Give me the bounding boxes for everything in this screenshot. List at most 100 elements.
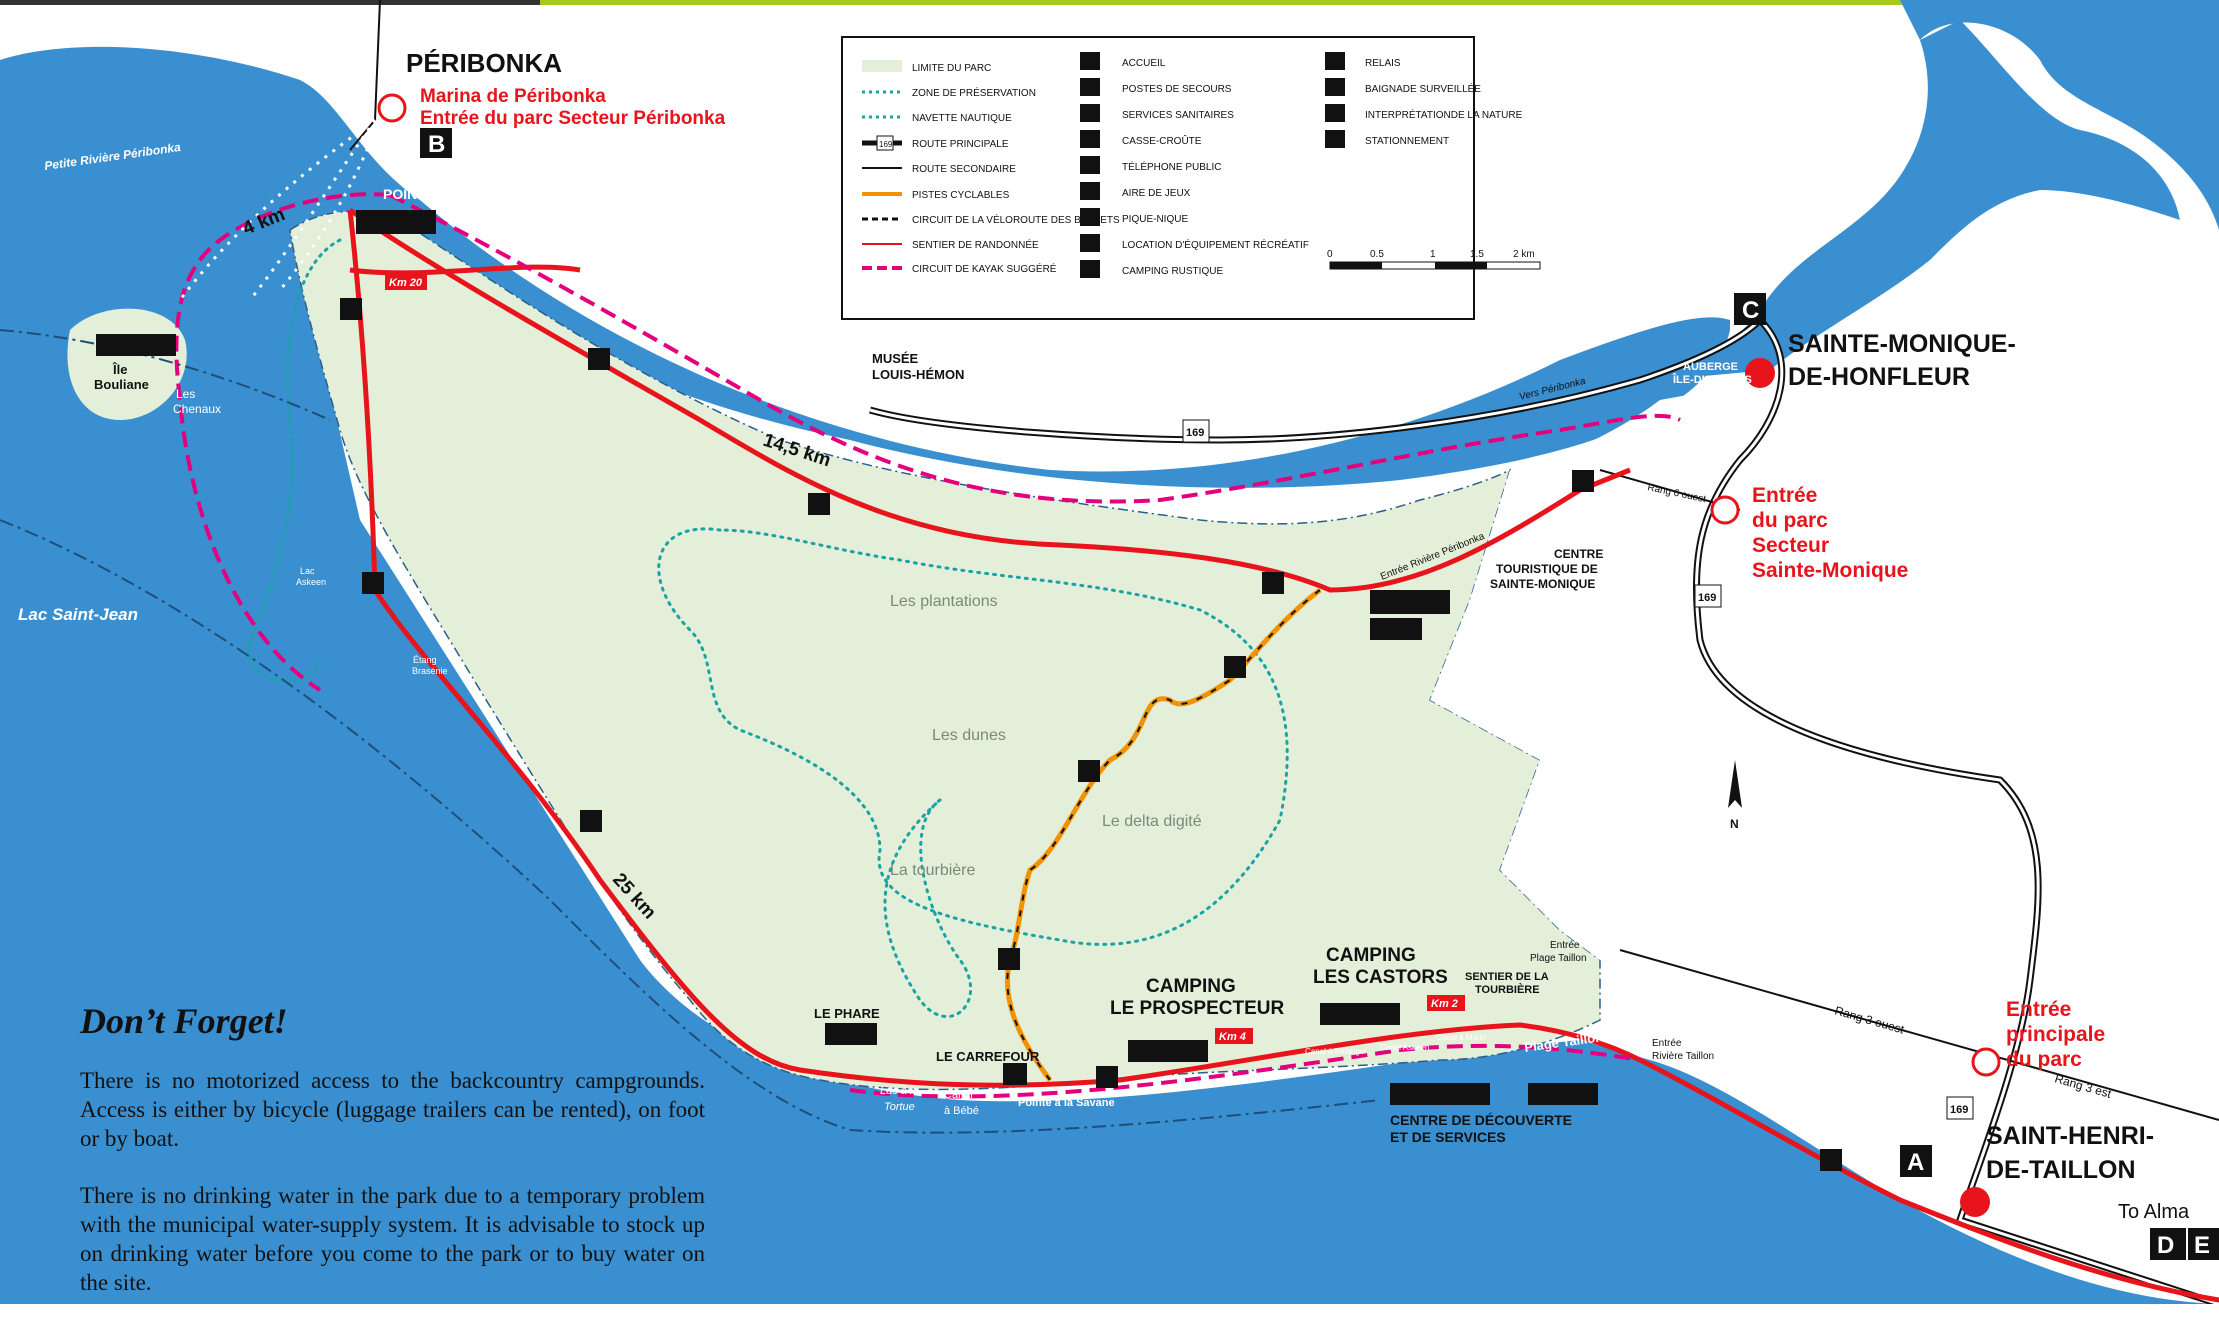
park-limit-lake xyxy=(0,329,1381,1134)
legend-item-hiking: SENTIER DE RANDONNÉE xyxy=(912,238,1039,251)
label-etang-2: Brasénie xyxy=(412,666,448,676)
legend-icons-col2 xyxy=(1080,52,1100,278)
km4-label: Km 4 xyxy=(1219,1031,1246,1043)
label-sentier-tourb-1: SENTIER DE LA xyxy=(1465,971,1549,983)
marker-c: C xyxy=(1734,293,1766,325)
scale-bar-seg3 xyxy=(1435,262,1487,269)
label-sentier-tourb-2: TOURBIÈRE xyxy=(1475,983,1540,996)
town-dot-ste-monique xyxy=(1745,358,1775,388)
route-shield-169-a-box xyxy=(1182,419,1210,443)
legend-box xyxy=(841,36,1475,320)
le-carrefour-icon xyxy=(1003,1063,1027,1085)
label-auberge-2: ÎLE-DU-REPOS xyxy=(1672,373,1752,386)
route-shield-169-a: 169 xyxy=(1182,419,1210,443)
swimming-icon xyxy=(1325,78,1345,96)
label-st-henri-1: SAINT-HENRI- xyxy=(1986,1122,2154,1150)
legend-item-restroom: SERVICES SANITAIRES xyxy=(1122,110,1234,121)
label-canal-bebe-1: Canal xyxy=(944,1089,973,1101)
legend-icons-col3 xyxy=(1325,52,1345,148)
route-shield-169-b-label: 169 xyxy=(1698,592,1716,604)
legend-item-parking: STATIONNEMENT xyxy=(1365,136,1449,147)
playground-icon xyxy=(1080,182,1100,200)
scale-tick-05: 0.5 xyxy=(1370,249,1384,260)
legend-item-relais: RELAIS xyxy=(1365,58,1401,69)
bike-icon xyxy=(1820,1149,1842,1171)
route-shield-169-c: 169 xyxy=(1946,1096,1974,1120)
bike-icon xyxy=(1572,470,1594,492)
label-le-carrefour: LE CARREFOUR xyxy=(936,1049,1040,1064)
marker-a: A xyxy=(1900,1145,1932,1177)
marker-c-label: C xyxy=(1742,297,1759,324)
label-canal-bebe-2: à Bébé xyxy=(944,1105,979,1117)
header-bar-green xyxy=(540,0,2219,5)
ile-bouliane-icons xyxy=(96,334,176,356)
relais-icon xyxy=(1325,52,1345,70)
legend-route-shield xyxy=(876,135,894,151)
marker-b: B xyxy=(420,128,452,158)
town-dot-st-henri xyxy=(1960,1187,1990,1217)
legend-item-navette: NAVETTE NAUTIQUE xyxy=(912,113,1012,124)
bike-icon xyxy=(808,493,830,515)
label-entree-princ-3: du parc xyxy=(2006,1048,2082,1071)
marker-e-label: E xyxy=(2194,1232,2210,1259)
preservation-zone-west xyxy=(247,238,342,684)
km20-label: Km 20 xyxy=(389,277,423,289)
facility-icons xyxy=(96,210,1598,1105)
marker-d: D xyxy=(2150,1228,2186,1260)
label-lac-tortue-2: Tortue xyxy=(884,1101,915,1113)
marker-d-label: D xyxy=(2157,1232,2174,1259)
scale-tick-15: 1.5 xyxy=(1470,249,1484,260)
legend-item-camping: CAMPING RUSTIQUE xyxy=(1122,266,1223,277)
legend-item-snack: CASSE-CROÛTE xyxy=(1122,134,1202,147)
label-entree-sm-3: Secteur xyxy=(1752,534,1829,557)
north-arrow-icon xyxy=(1728,760,1742,808)
bike-icon xyxy=(580,810,602,832)
legend-item-phone: TÉLÉPHONE PUBLIC xyxy=(1122,160,1221,173)
legend: LIMITE DU PARC ZONE DE PRÉSERVATION NAVE… xyxy=(841,36,1541,320)
bike-icon xyxy=(588,348,610,370)
preservation-zone-central xyxy=(657,527,1289,946)
ste-monique-icons-2 xyxy=(1370,618,1422,640)
label-entree-plage-2: Plage Taillon xyxy=(1530,953,1587,964)
label-lac-askeen-2: Askeen xyxy=(296,577,326,587)
label-camping-castors-1: CAMPING xyxy=(1326,945,1416,966)
legend-item-kayak: CIRCUIT DE KAYAK SUGGÉRÉ xyxy=(912,262,1057,275)
bike-icon xyxy=(1096,1066,1118,1088)
label-centre-dec-2: ET DE SERVICES xyxy=(1390,1129,1506,1145)
scale-tick-0: 0 xyxy=(1327,249,1333,260)
label-centre-tour-3: SAINTE-MONIQUE xyxy=(1490,577,1595,591)
water-shuttle-route xyxy=(178,118,377,301)
label-canal-belanger: Canal à Bélanger xyxy=(1305,1047,1367,1056)
label-lac-askeen-1: Lac xyxy=(300,566,315,576)
legend-col1: LIMITE DU PARC ZONE DE PRÉSERVATION NAVE… xyxy=(862,60,1120,275)
marker-d-box xyxy=(2150,1228,2186,1260)
route-shield-169-a-label: 169 xyxy=(1186,427,1204,439)
label-entree-sm-4: Sainte-Monique xyxy=(1752,559,1908,582)
label-marina-2: Entrée du parc Secteur Péribonka xyxy=(420,108,726,129)
label-ile-2: Bouliane xyxy=(94,377,149,392)
camping-icon xyxy=(1080,260,1100,278)
nature-icon xyxy=(1325,104,1345,122)
label-entree-sm-2: du parc xyxy=(1752,509,1828,532)
label-peribonka: PÉRIBONKA xyxy=(406,48,562,78)
label-plantations: Les plantations xyxy=(890,593,998,610)
label-etang-1: Étang xyxy=(413,655,437,665)
label-entree-sm-1: Entrée xyxy=(1752,484,1817,507)
label-canal-morin: Canal à Morin xyxy=(1436,1033,1486,1042)
legend-item-limit: LIMITE DU PARC xyxy=(912,63,991,74)
label-camping-castors-2: LES CASTORS xyxy=(1313,967,1448,988)
label-camping-pc-1: CAMPING xyxy=(417,170,483,186)
bike-icons xyxy=(340,298,1842,1171)
rental-icon xyxy=(1080,234,1100,252)
dont-forget-note: Don’t Forget! There is no motorized acce… xyxy=(80,1000,705,1325)
preservation-zone-south xyxy=(883,798,973,1019)
phone-icon xyxy=(1080,156,1100,174)
park-land xyxy=(289,210,1601,1091)
label-canal-askeen: Canal Askeen xyxy=(1380,1043,1429,1052)
bike-icon xyxy=(340,298,362,320)
label-to-alma: To Alma xyxy=(2118,1201,2190,1223)
label-entree-riv-taillon-1: Entrée xyxy=(1652,1038,1682,1049)
marker-a-label: A xyxy=(1907,1149,1924,1176)
legend-item-veloroute: CIRCUIT DE LA VÉLOROUTE DES BLEUETS xyxy=(912,213,1120,226)
label-chenaux-1: Les xyxy=(176,387,195,401)
